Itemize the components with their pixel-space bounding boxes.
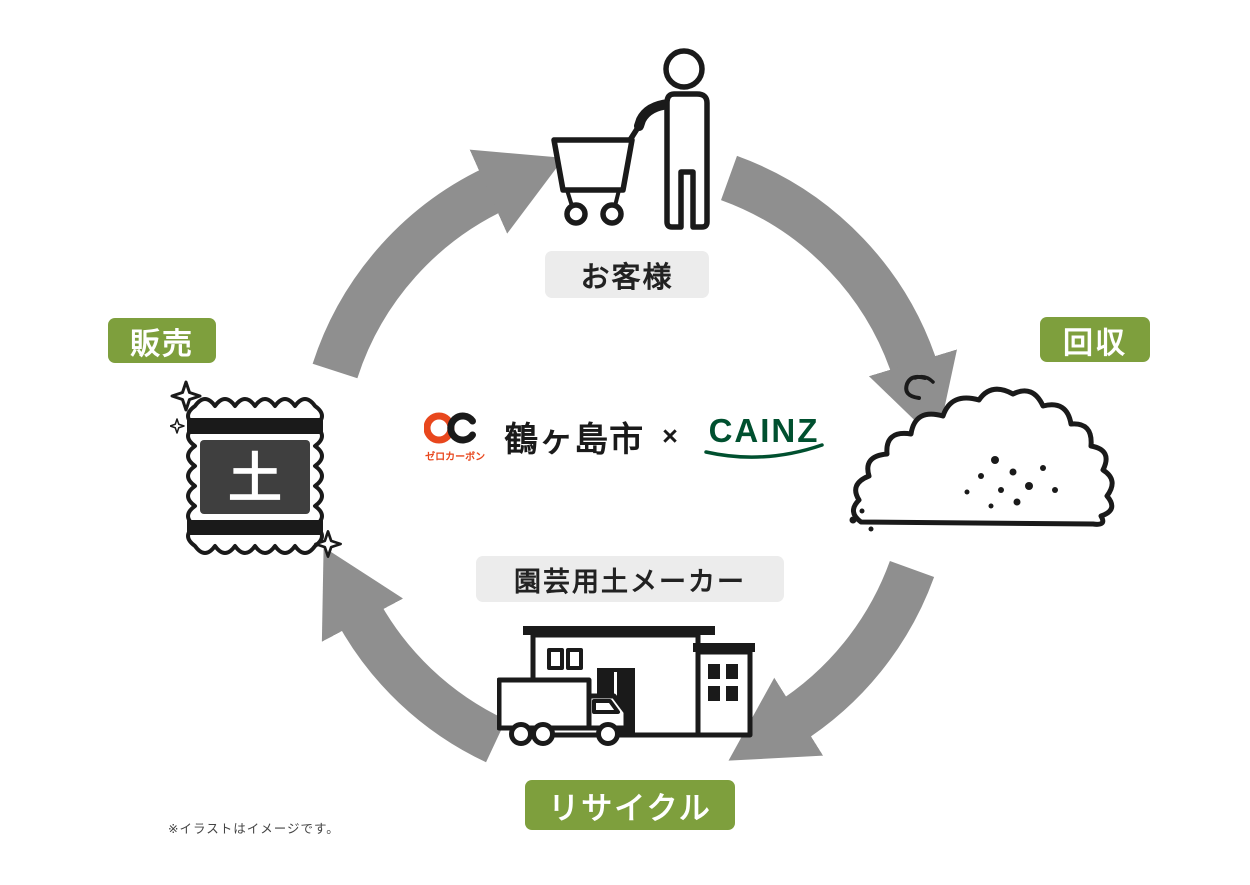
customer-cart-icon [538, 42, 728, 238]
label-customer: お客様 [545, 251, 709, 298]
bag-bottom-band [187, 520, 323, 535]
cainz-wordmark: CAINZ [708, 412, 819, 449]
fume-squiggle-icon [904, 374, 935, 400]
label-collection: 回収 [1040, 317, 1150, 362]
arrow-collection-to-recycle [728, 560, 935, 761]
shopping-cart [551, 115, 647, 226]
city-name: 鶴ヶ島市 [504, 420, 645, 459]
bag-top-band [187, 418, 323, 434]
arrow-recycle-to-sales [321, 547, 507, 763]
soil-dots [849, 456, 1058, 532]
label-sales: 販売 [108, 318, 216, 363]
zero-carbon-logo: ゼロカーボン [418, 409, 492, 463]
factory-truck-icon [497, 616, 769, 768]
cainz-swoosh [704, 443, 824, 459]
zero-carbon-oc-mark [424, 412, 477, 444]
cainz-logo: CAINZ [696, 408, 832, 464]
delivery-truck [497, 677, 629, 746]
soil-bag-icon: 土 [170, 374, 345, 572]
sparkle-icon [170, 380, 342, 558]
center-logos: ゼロカーボン 鶴ヶ島市 × CAINZ [408, 396, 842, 476]
multiply-sign: × [662, 420, 678, 451]
arrow-customer-to-collection [720, 155, 957, 443]
soil-pile-icon [845, 372, 1130, 537]
zero-carbon-text: ゼロカーボン [425, 452, 486, 463]
label-soil-maker: 園芸用土メーカー [476, 556, 784, 602]
bag-window [200, 440, 310, 514]
arrow-sales-to-customer [312, 149, 564, 379]
label-recycle: リサイクル [525, 780, 735, 830]
person-figure [634, 48, 710, 230]
footnote: ※イラストはイメージです。 [168, 822, 340, 836]
bag-soil-character: 土 [228, 449, 282, 509]
